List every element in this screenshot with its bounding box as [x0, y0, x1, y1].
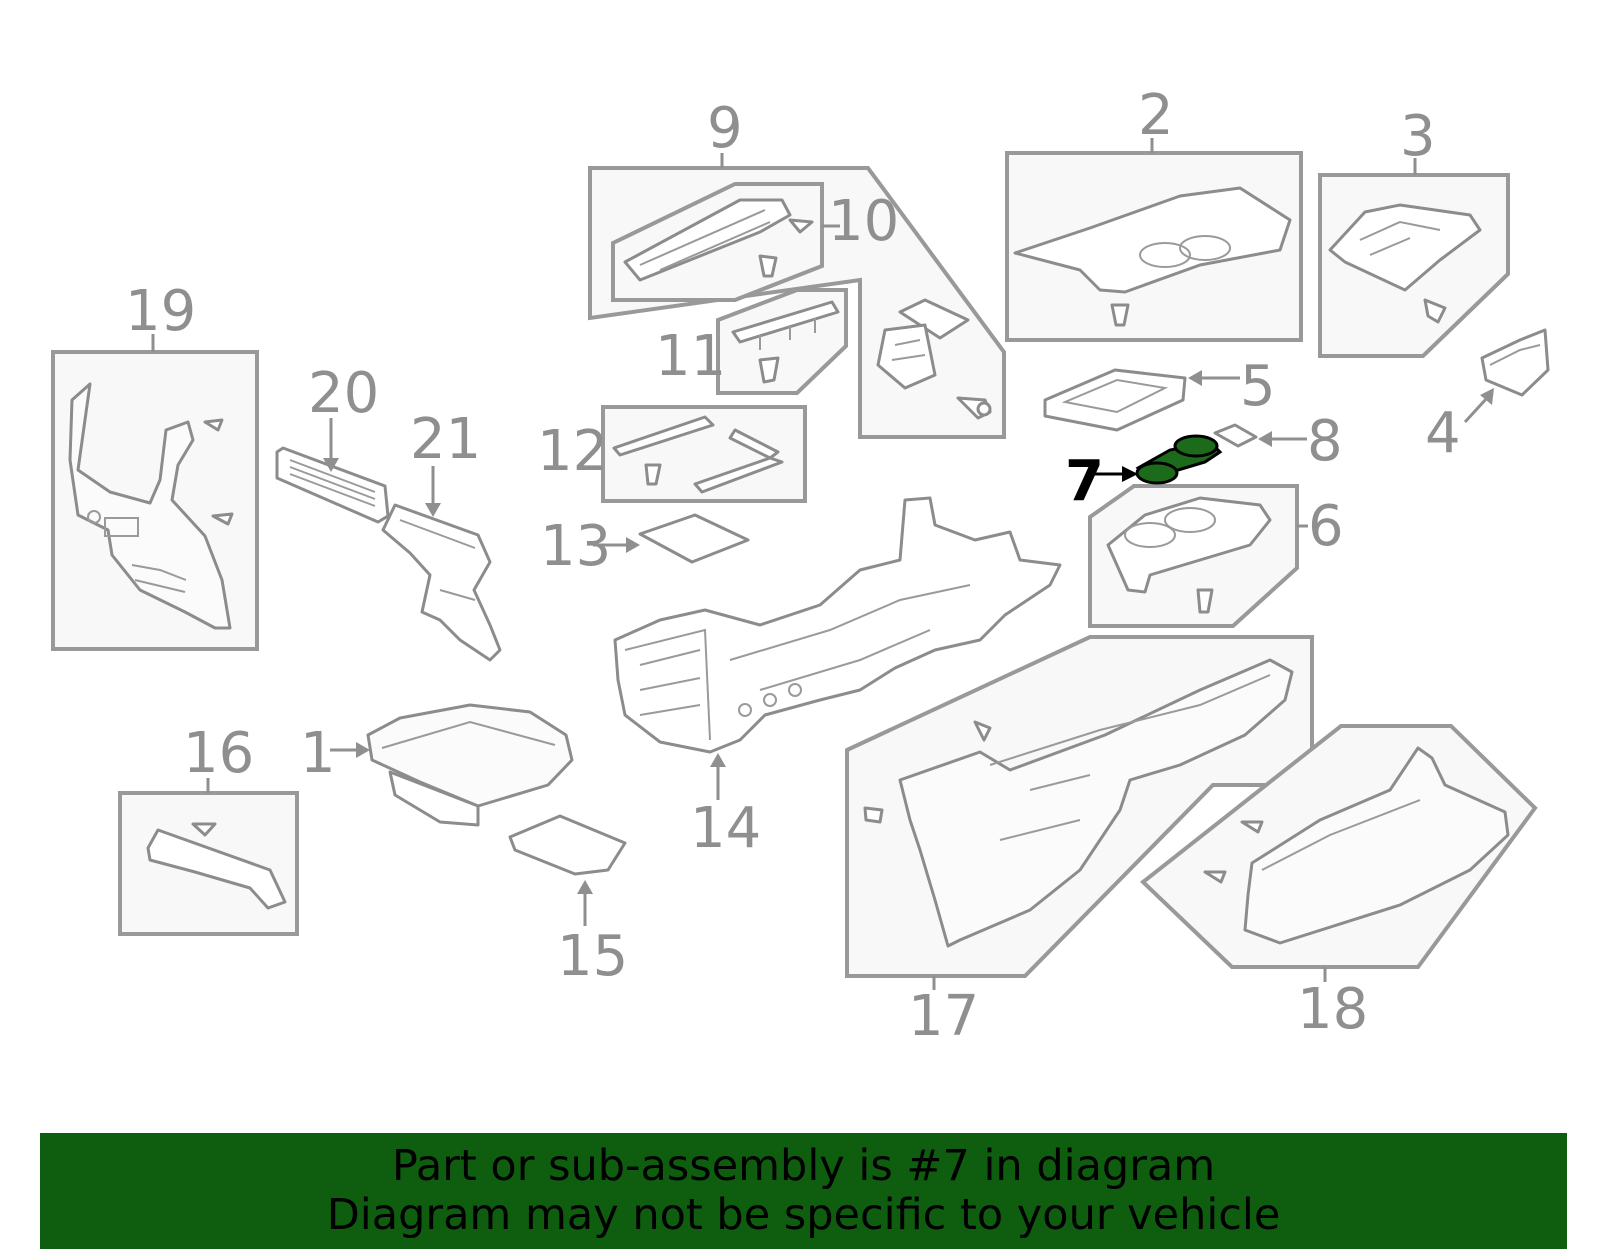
part-21-duct: [381, 503, 502, 662]
callout-16: 16: [183, 721, 254, 786]
part-13-plate: [638, 513, 750, 564]
callout-7-highlighted: 7: [1065, 449, 1104, 514]
callout-labels: 1 2 3 4 5 6 7 8 9 10 11 12 13 14 15 16 1…: [125, 83, 1461, 1049]
callout-20: 20: [308, 361, 379, 426]
part-10-trim: [623, 198, 814, 282]
callout-3: 3: [1400, 104, 1436, 169]
callout-11: 11: [655, 324, 726, 389]
info-banner: Part or sub-assembly is #7 in diagram Di…: [40, 1133, 1567, 1249]
part-3-trim: [1328, 203, 1482, 324]
callout-5: 5: [1240, 354, 1276, 419]
part-4-bracket: [1480, 328, 1550, 397]
callout-12: 12: [537, 419, 608, 484]
part-1-armrest: [366, 703, 574, 827]
part-8-cap: [1213, 423, 1258, 448]
part-18-pad: [1203, 746, 1510, 945]
callout-15: 15: [557, 924, 628, 989]
part-19-panel: [68, 382, 234, 630]
part-20-vent: [275, 446, 390, 524]
callout-18: 18: [1297, 977, 1368, 1042]
part-17-panel: [863, 658, 1294, 948]
part-5-frame: [1043, 368, 1187, 432]
banner-line-part: Part or sub-assembly is #7 in diagram: [391, 1141, 1216, 1191]
callout-21: 21: [410, 407, 481, 472]
callout-4: 4: [1425, 401, 1461, 466]
callout-6: 6: [1308, 494, 1344, 559]
parts-diagram: 1 2 3 4 5 6 7 8 9 10 11 12 13 14 15 16 1…: [51, 83, 1550, 1049]
part-12-rails: [612, 415, 784, 494]
callout-19: 19: [125, 279, 196, 344]
callout-17: 17: [908, 984, 979, 1049]
part-7-mat: [1135, 434, 1223, 485]
callout-14: 14: [690, 796, 761, 861]
part-6-cupholder: [1106, 496, 1272, 614]
part-15-tray: [508, 814, 627, 876]
callout-2: 2: [1138, 83, 1174, 148]
callout-13: 13: [540, 514, 611, 579]
part-14-frame: [613, 496, 1062, 754]
part-16-bracket: [146, 822, 287, 910]
callout-1: 1: [300, 721, 336, 786]
part-11-bracket: [731, 300, 840, 384]
part-2-panel: [1013, 186, 1292, 327]
callout-9: 9: [707, 96, 743, 161]
part-9-bracket: [876, 298, 992, 420]
leader-lines: [151, 138, 1494, 990]
callout-10: 10: [828, 189, 899, 254]
callout-8: 8: [1307, 409, 1343, 474]
banner-line-disclaimer: Diagram may not be specific to your vehi…: [326, 1190, 1281, 1240]
